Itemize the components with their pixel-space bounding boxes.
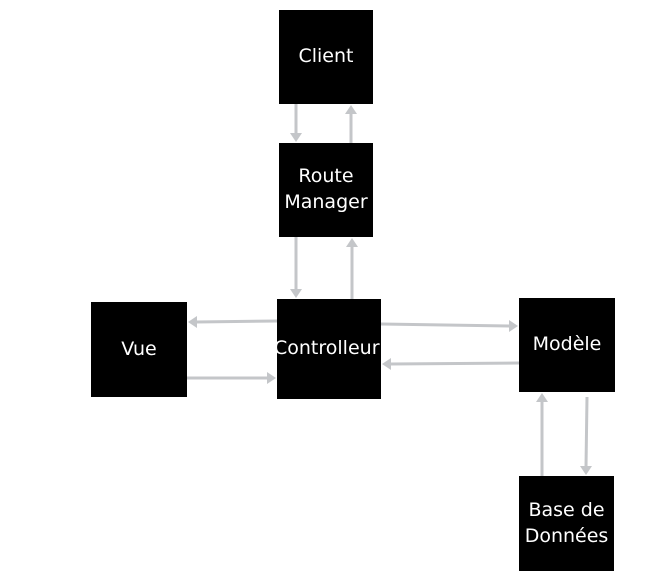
database-node: Base de Données — [519, 476, 614, 571]
model-node: Modèle — [519, 298, 615, 392]
controller-label: Controlleur — [274, 337, 380, 360]
client-node: Client — [279, 10, 373, 104]
arrow-route-manager-to-client — [345, 105, 357, 143]
arrow-controller-to-model — [380, 320, 518, 332]
vue-label: Vue — [121, 337, 157, 360]
model-label: Modèle — [532, 333, 602, 356]
arrow-database-to-model — [536, 393, 548, 476]
arrow-controller-to-vue — [188, 316, 278, 328]
client-label: Client — [298, 45, 354, 68]
controller-node: Controlleur — [274, 299, 381, 399]
arrow-vue-to-controller — [187, 372, 276, 384]
arrow-route-manager-to-controller — [290, 237, 302, 298]
route-manager-label: Route Manager — [284, 165, 368, 213]
arrow-controller-to-route-manager — [346, 238, 358, 299]
arrow-model-to-controller — [382, 358, 520, 370]
route-manager-node: Route Manager — [279, 143, 373, 237]
arrow-client-to-route-manager — [290, 104, 302, 142]
database-label: Base de Données — [524, 498, 609, 547]
arrow-model-to-database — [580, 396, 592, 475]
vue-node: Vue — [91, 302, 187, 397]
